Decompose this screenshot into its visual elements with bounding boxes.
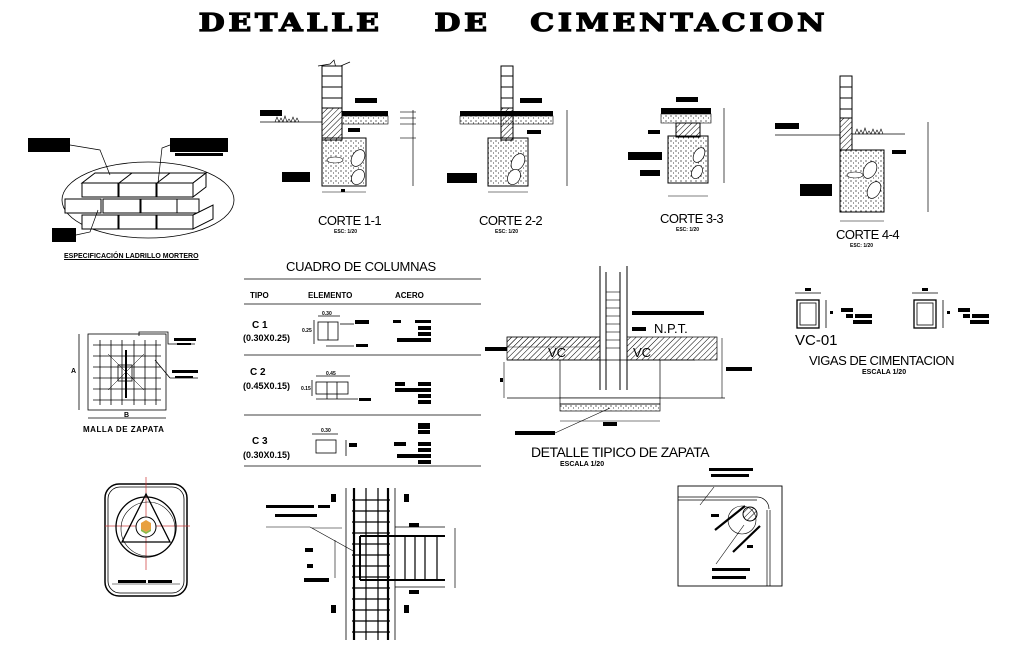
vc-label-left: VC [548, 345, 567, 360]
zapata-scale: ESCALA 1/20 [560, 461, 605, 468]
drawing-title: DETALLE DE CIMENTACION [0, 7, 1016, 37]
corte-4-4-drawing [775, 75, 929, 222]
corte-2-2-scale: ESC: 1/20 [495, 229, 519, 235]
column-c3-width: 0.30 [321, 428, 331, 434]
column-c1-width: 0.30 [322, 311, 332, 317]
columns-header-elemento: ELEMENTO [308, 291, 353, 300]
npt-label: N.P.T. [654, 321, 688, 336]
column-c2-dims: (0.45X0.15) [243, 381, 291, 391]
column-c3-type: C 3 [252, 436, 268, 447]
corte-4-4-label: CORTE 4-4 [836, 227, 900, 242]
malla-dim-b: B [124, 412, 130, 419]
title-word: DE [433, 7, 491, 37]
corte-3-3-drawing [628, 97, 725, 197]
columns-header-tipo: TIPO [250, 291, 269, 300]
vc-label-right: VC [633, 345, 652, 360]
column-c1-dims: (0.30X0.25) [243, 333, 291, 343]
corte-3-3-scale: ESC: 1/20 [676, 227, 700, 233]
viga-code: VC-01 [795, 332, 838, 349]
brick-detail [28, 138, 235, 242]
corte-1-1-drawing [260, 59, 416, 193]
column-beam-joint-drawing [266, 488, 456, 640]
column-c2-width: 0.45 [326, 371, 336, 377]
brick-caption: ESPECIFICACIÓN LADRILLO MORTERO [64, 253, 199, 260]
corte-2-2-drawing [447, 65, 568, 193]
column-c2-height: 0.15 [301, 386, 311, 392]
column-c1-section [313, 315, 354, 347]
column-c1-height: 0.25 [302, 328, 312, 334]
corte-1-1-label: CORTE 1-1 [318, 213, 382, 228]
vigas-scale: ESCALA 1/20 [862, 369, 907, 376]
column-c2-type: C 2 [250, 367, 266, 378]
column-c1-type: C 1 [252, 320, 268, 331]
corte-2-2-label: CORTE 2-2 [479, 213, 543, 228]
columns-table-title: CUADRO DE COLUMNAS [286, 259, 436, 274]
title-word: CIMENTACION [530, 7, 829, 37]
corte-1-1-scale: ESC: 1/20 [334, 229, 358, 235]
malla-dim-a: A [71, 368, 77, 375]
vigas-title: VIGAS DE CIMENTACION [809, 353, 955, 368]
corte-3-3-label: CORTE 3-3 [660, 211, 724, 226]
column-c3-dims: (0.30X0.15) [243, 450, 291, 460]
columns-table-grid [244, 278, 481, 467]
logo-drawing [104, 477, 190, 597]
title-word: DETALLE [198, 7, 383, 37]
column-c2-section [311, 375, 358, 400]
zapata-title: DETALLE TIPICO DE ZAPATA [531, 444, 710, 460]
zapata-detail-drawing [485, 266, 752, 435]
malla-caption: MALLA DE ZAPATA [83, 425, 165, 434]
stirrup-detail-drawing [677, 485, 783, 587]
column-c3-section [312, 433, 347, 456]
columns-header-acero: ACERO [395, 291, 424, 300]
vigas-drawing [795, 292, 944, 329]
corte-4-4-scale: ESC: 1/20 [850, 243, 874, 249]
